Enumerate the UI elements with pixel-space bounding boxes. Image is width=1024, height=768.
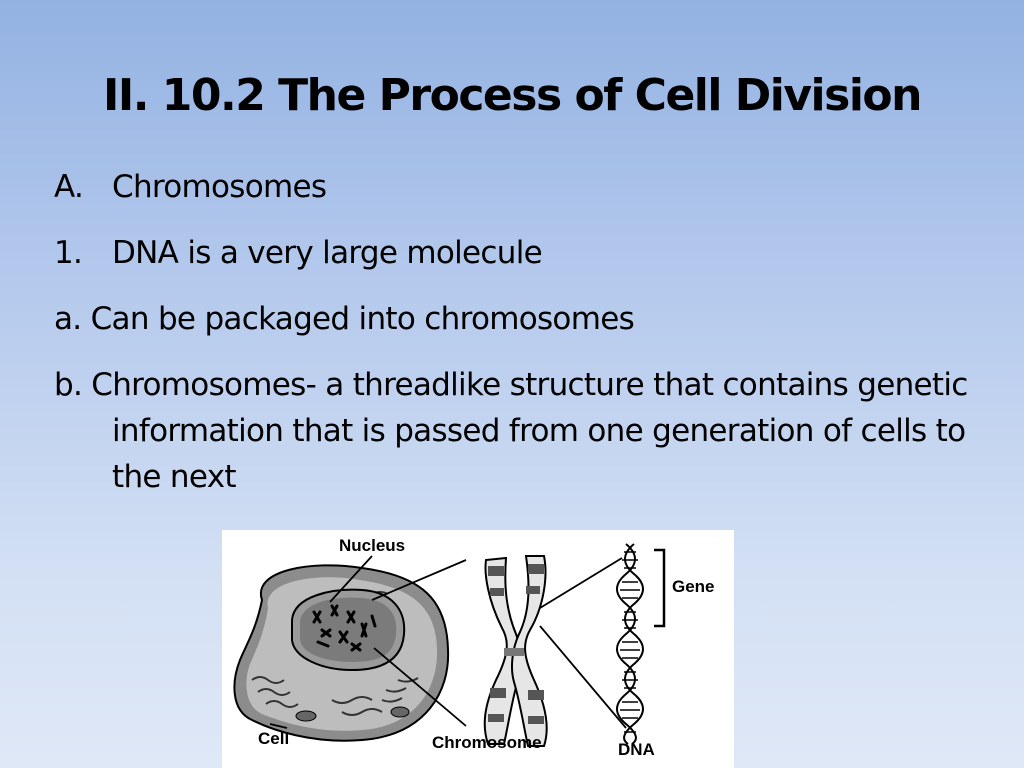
cell-chromosome-dna-diagram: Nucleus Gene Cell Chromosome DNA <box>222 530 734 768</box>
list-item-text: Chromosomes <box>112 169 327 205</box>
sub-list-item: b. Chromosomes- a threadlike structure t… <box>54 367 968 495</box>
list-item: 1. DNA is a very large molecule <box>54 230 994 276</box>
dna-helix-illustration <box>616 543 644 745</box>
gene-label: Gene <box>672 577 715 596</box>
list-item-text: DNA is a very large molecule <box>112 235 543 271</box>
gene-bracket <box>654 548 666 628</box>
cell-label: Cell <box>258 729 289 748</box>
list-marker: A. <box>54 169 84 205</box>
nucleus-label: Nucleus <box>339 536 405 555</box>
chromosome-illustration <box>483 555 548 747</box>
pointer-lines <box>269 555 627 729</box>
list-marker: 1. <box>54 235 83 271</box>
body-text: A. Chromosomes 1. DNA is a very large mole… <box>54 164 994 520</box>
nucleus-illustration <box>291 588 406 672</box>
sub-list-item: a. Can be packaged into chromosomes <box>54 301 635 337</box>
dna-label: DNA <box>618 740 655 759</box>
list-item: A. Chromosomes <box>54 164 994 210</box>
chromosome-label: Chromosome <box>432 733 542 752</box>
slide-title: II. 10.2 The Process of Cell Division <box>103 70 922 121</box>
diagram-svg: Nucleus Gene Cell Chromosome DNA <box>233 536 715 759</box>
